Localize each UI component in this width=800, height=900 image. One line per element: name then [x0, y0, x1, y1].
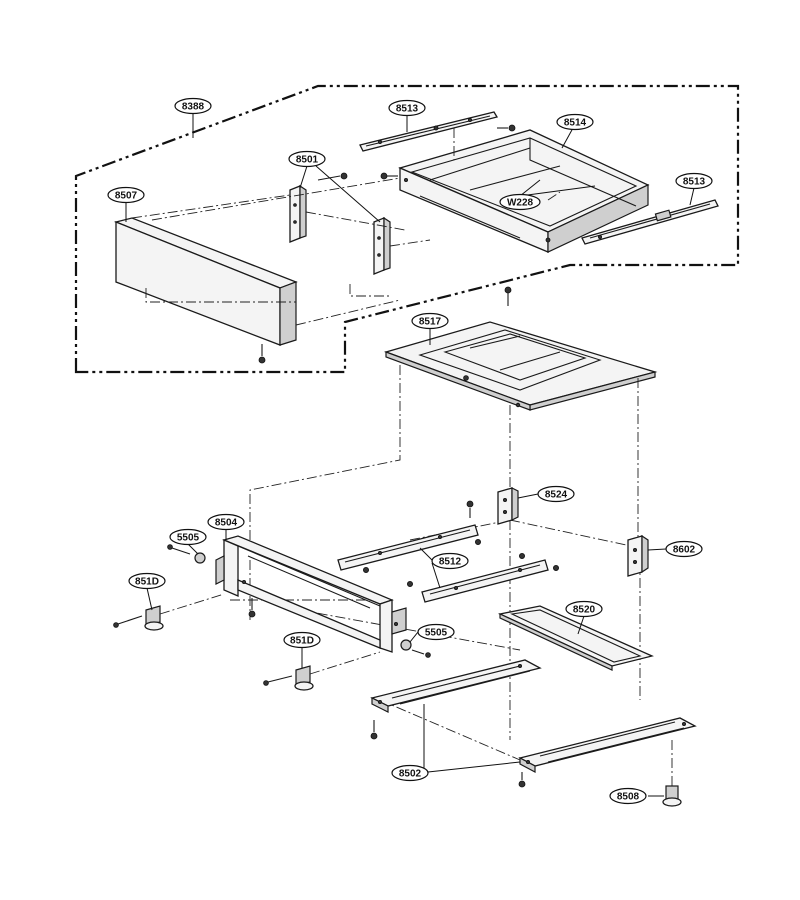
svg-text:8507: 8507 — [115, 191, 138, 202]
callout-8507: 8507 — [107, 186, 145, 204]
svg-text:8504: 8504 — [215, 518, 238, 529]
svg-text:8514: 8514 — [564, 118, 587, 129]
part-8501-bracket-left — [289, 184, 307, 243]
part-8512-rail-upper — [337, 524, 479, 571]
screw-8501 — [317, 172, 348, 181]
svg-text:8513: 8513 — [396, 104, 419, 115]
alignment-lines-upper — [131, 128, 561, 326]
screw-8513-top — [497, 124, 516, 132]
callout-8524: 8524 — [537, 485, 575, 503]
part-8524-bracket — [497, 487, 519, 525]
part-8520-channel — [497, 605, 654, 671]
part-8501-bracket-right — [373, 216, 391, 275]
callout-8520: 8520 — [565, 600, 603, 618]
svg-text:8517: 8517 — [419, 317, 442, 328]
part-8508-leveling-foot — [662, 740, 682, 807]
callout-8517: 8517 — [411, 312, 449, 330]
callout-8512: 8512 — [431, 552, 469, 570]
svg-text:8602: 8602 — [673, 545, 696, 556]
callout-8388: 8388 — [174, 97, 212, 115]
callout-851D-left: 851D — [128, 572, 166, 590]
screws-8502 — [370, 720, 526, 788]
screw-8514 — [380, 172, 398, 180]
svg-text:8508: 8508 — [617, 792, 640, 803]
part-8502-base-rail-rear — [518, 717, 697, 773]
svg-text:5505: 5505 — [425, 628, 448, 639]
part-8513-rail-top — [359, 111, 499, 152]
callout-8502: 8502 — [391, 764, 429, 782]
svg-text:8502: 8502 — [399, 769, 422, 780]
callout-8513-side: 8513 — [675, 172, 713, 190]
svg-text:8513: 8513 — [683, 177, 706, 188]
svg-text:W228: W228 — [507, 198, 534, 209]
callout-8602: 8602 — [665, 540, 703, 558]
callout-8513-top: 8513 — [388, 99, 426, 117]
callout-8504: 8504 — [207, 513, 245, 531]
part-8504-front-frame — [215, 535, 407, 653]
callout-5505-left: 5505 — [169, 528, 207, 546]
screw-8517 — [504, 286, 512, 306]
part-5505-knob-left — [167, 544, 206, 564]
part-8514-drawer-tray — [398, 129, 650, 253]
svg-text:5505: 5505 — [177, 533, 200, 544]
part-8502-base-rail-front — [370, 659, 542, 713]
leader-lines — [125, 113, 695, 797]
callout-W228: W228 — [499, 193, 541, 211]
callout-8514: 8514 — [556, 113, 594, 131]
callout-8508: 8508 — [609, 787, 647, 805]
svg-text:851D: 851D — [290, 636, 314, 647]
callout-8501: 8501 — [288, 150, 326, 168]
svg-text:8388: 8388 — [182, 102, 205, 113]
screw-8507 — [258, 344, 266, 364]
screw-8504 — [248, 598, 256, 618]
screws-8512 — [362, 539, 560, 588]
part-8602-bracket — [627, 534, 649, 577]
part-851D-caster-right — [263, 651, 381, 691]
svg-text:8501: 8501 — [296, 155, 319, 166]
svg-text:8520: 8520 — [573, 605, 596, 616]
part-8512-rail-lower — [421, 559, 549, 603]
svg-text:8512: 8512 — [439, 557, 462, 568]
part-8517-cover-plate — [383, 321, 658, 411]
assembly-boundary-8388 — [74, 84, 740, 374]
part-5505-knob-right — [400, 639, 431, 658]
svg-text:851D: 851D — [135, 577, 159, 588]
part-851D-caster-left — [113, 593, 225, 631]
screw-8524 — [466, 500, 474, 518]
part-8513-rail-side — [581, 199, 719, 245]
callout-851D-right: 851D — [283, 631, 321, 649]
callout-5505-right: 5505 — [417, 623, 455, 641]
svg-text:8524: 8524 — [545, 490, 568, 501]
part-8507-front-panel — [113, 217, 298, 346]
